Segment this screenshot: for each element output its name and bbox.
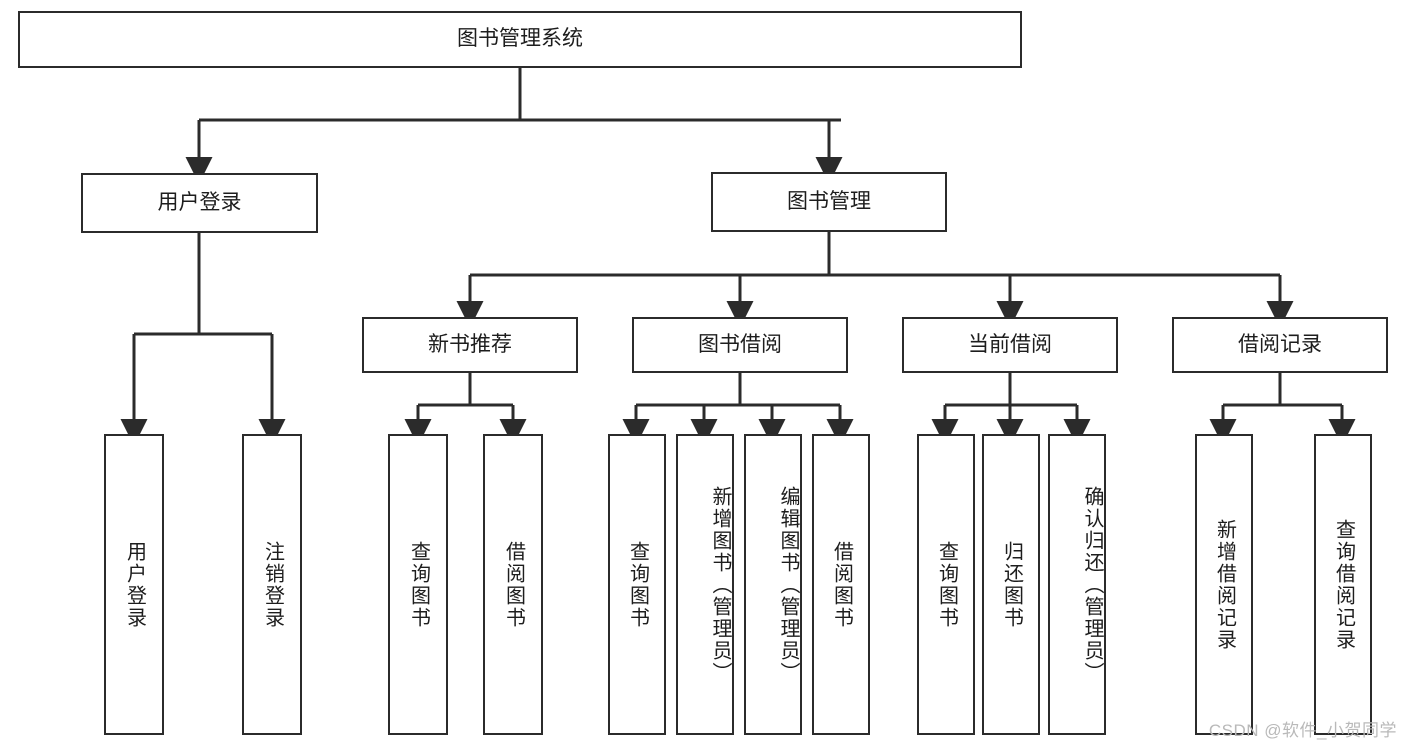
- node-book-management[interactable]: 图书管理: [711, 172, 947, 232]
- leaf-book-borrow-edit[interactable]: 编辑图书（管理员）: [744, 434, 802, 735]
- leaf-current-borrow-return[interactable]: 归还图书: [982, 434, 1040, 735]
- watermark-csdn: CSDN @软件_小贺同学: [1208, 721, 1397, 740]
- leaf-borrow-record-add[interactable]: 新增借阅记录: [1195, 434, 1253, 735]
- leaf-book-borrow-borrow[interactable]: 借阅图书: [812, 434, 870, 735]
- leaf-new-book-query[interactable]: 查询图书: [388, 434, 448, 735]
- leaf-user-login-login[interactable]: 用户登录: [104, 434, 164, 735]
- leaf-book-borrow-add[interactable]: 新增图书（管理员）: [676, 434, 734, 735]
- leaf-borrow-record-query[interactable]: 查询借阅记录: [1314, 434, 1372, 735]
- leaf-book-borrow-query[interactable]: 查询图书: [608, 434, 666, 735]
- node-user-login[interactable]: 用户登录: [81, 173, 318, 233]
- node-borrow-record[interactable]: 借阅记录: [1172, 317, 1388, 373]
- leaf-new-book-borrow[interactable]: 借阅图书: [483, 434, 543, 735]
- node-book-borrow[interactable]: 图书借阅: [632, 317, 848, 373]
- node-current-borrow[interactable]: 当前借阅: [902, 317, 1118, 373]
- leaf-current-borrow-confirm-return[interactable]: 确认归还（管理员）: [1048, 434, 1106, 735]
- leaf-user-login-logout[interactable]: 注销登录: [242, 434, 302, 735]
- leaf-current-borrow-query[interactable]: 查询图书: [917, 434, 975, 735]
- node-new-book-recommend[interactable]: 新书推荐: [362, 317, 578, 373]
- node-root-system[interactable]: 图书管理系统: [18, 11, 1022, 68]
